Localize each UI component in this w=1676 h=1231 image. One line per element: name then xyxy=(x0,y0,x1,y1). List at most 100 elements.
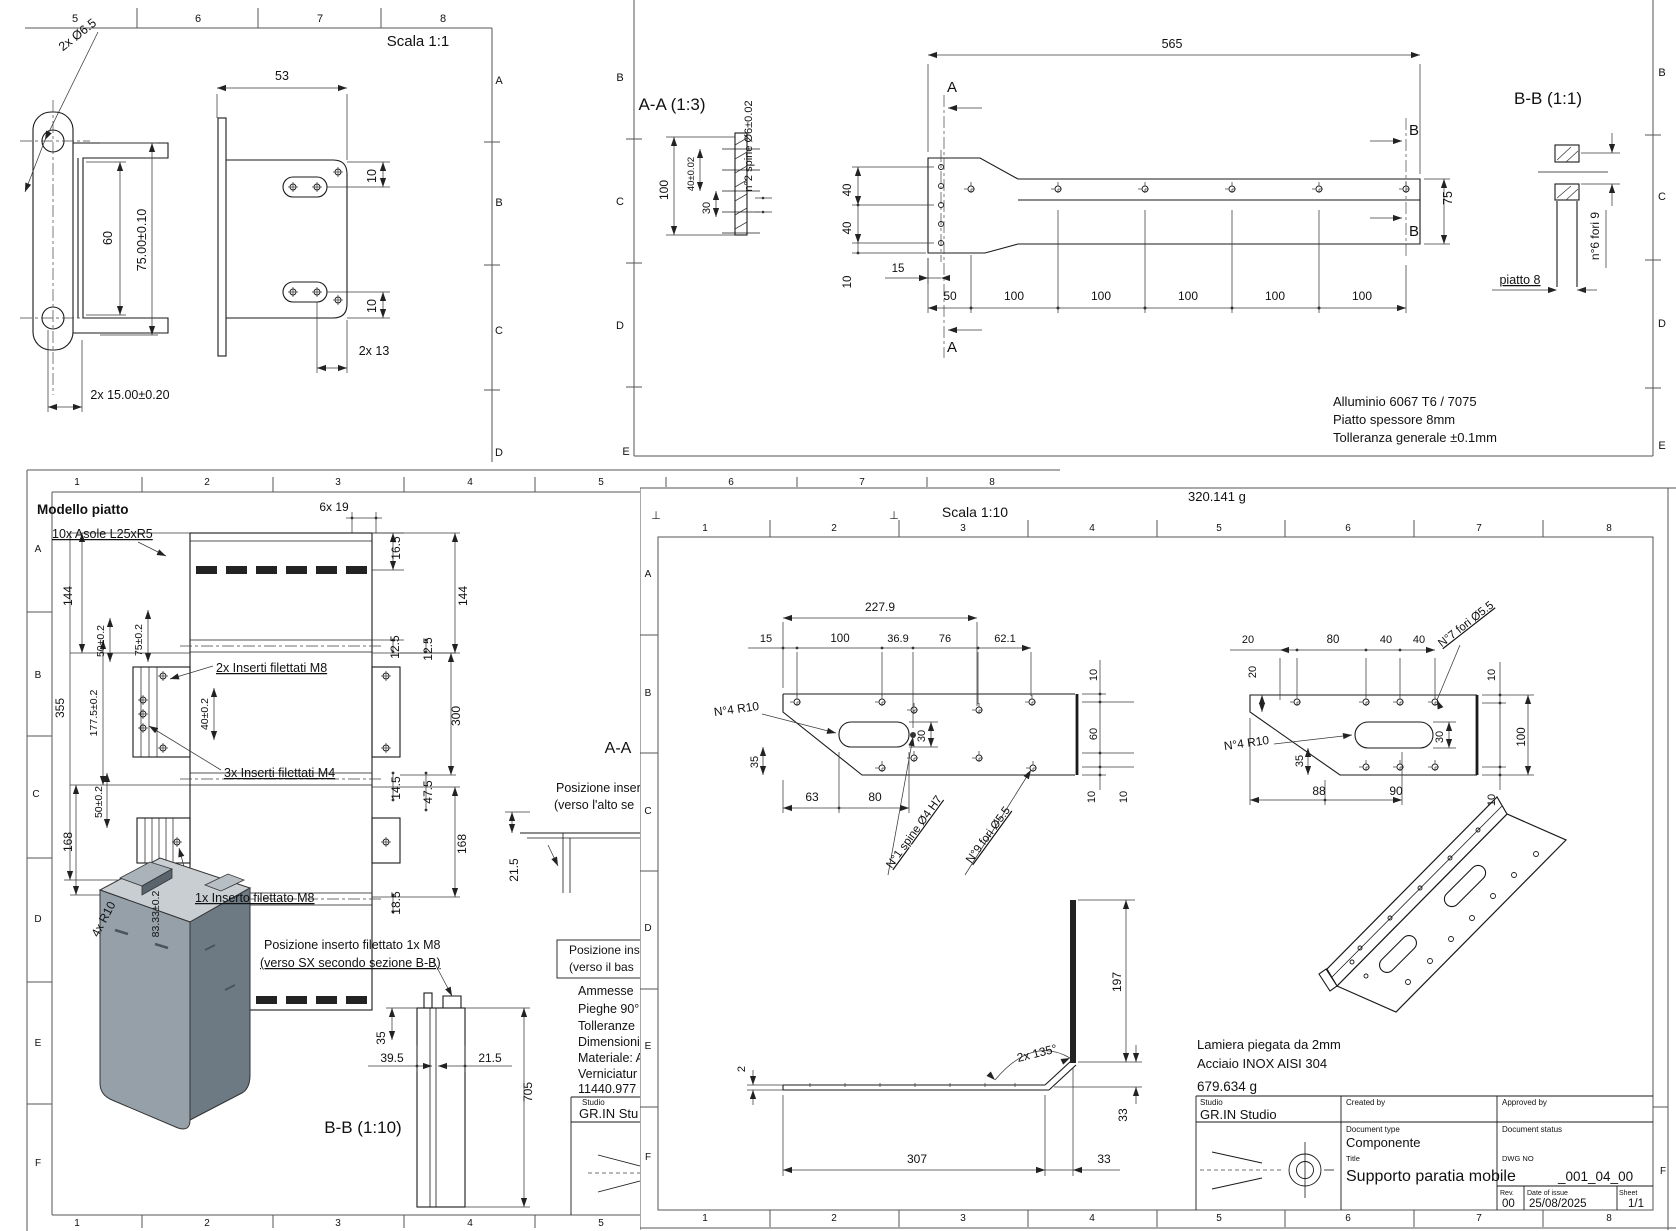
part-mass-value: 679.634 g xyxy=(1197,1079,1257,1094)
dim-label: 80 xyxy=(868,790,882,804)
dim-label: 39.5 xyxy=(380,1051,404,1065)
dim-label: 4 xyxy=(1089,1213,1095,1224)
dim-label: 33 xyxy=(1097,1152,1111,1166)
dim-label: Posizione ins xyxy=(569,943,640,957)
dim-label: 11440.977 xyxy=(578,1082,636,1096)
dim-label: A xyxy=(947,339,957,356)
dim-label: 40 xyxy=(842,184,854,197)
material-note-line1: Alluminio 6067 T6 / 7075 xyxy=(1333,394,1477,409)
dim-label: 75±0.2 xyxy=(133,624,145,656)
dim-label: E xyxy=(645,1041,652,1052)
dim-label: B xyxy=(1409,122,1419,139)
dim-label: F xyxy=(35,1158,41,1169)
dim-label: 355 xyxy=(53,698,67,718)
dim-label: 100 xyxy=(1516,727,1528,746)
iso-view-wireframe xyxy=(1318,796,1568,1013)
dim-label: 90 xyxy=(1389,784,1403,798)
sheet-c-canvas: Modello piatto B-B (1:10) 1234567812345A… xyxy=(26,469,1060,1231)
dim-label: 2 xyxy=(204,1218,210,1229)
dim-label: 2 xyxy=(736,1066,748,1072)
dim-label: 21.5 xyxy=(478,1051,502,1065)
dim-label: 1 xyxy=(74,477,80,488)
section-bb10-view xyxy=(368,992,530,1208)
sheet-label: Sheet xyxy=(1619,1190,1637,1197)
dim-label: 18.5 xyxy=(389,891,403,915)
dim-label: 2x Inserti filettati M8 xyxy=(216,661,327,675)
title-label: Title xyxy=(1346,1154,1360,1163)
document-type-label: Document type xyxy=(1346,1125,1400,1134)
dim-label: 8 xyxy=(1606,1213,1612,1224)
dim-label: 30 xyxy=(916,730,928,742)
flat-pattern-view xyxy=(64,512,460,1011)
dim-label: Materiale: A xyxy=(578,1051,645,1065)
dim-label: Posizione inser xyxy=(556,781,641,795)
dim-label: 168 xyxy=(455,834,469,854)
dim-label: 5 xyxy=(1216,1213,1222,1224)
dim-label: 80 xyxy=(1327,634,1340,646)
sheet-a-scale-label: Scala 1:1 xyxy=(387,33,450,50)
dim-label: 47.5 xyxy=(421,780,435,804)
dim-label: 30 xyxy=(1434,731,1446,743)
bent-profile-view xyxy=(747,899,1142,1176)
dim-label: 40 xyxy=(842,222,854,235)
dim-label: 14.5 xyxy=(389,776,403,800)
dim-label: 12.5 xyxy=(421,637,435,661)
dim-label: 7 xyxy=(1476,523,1482,534)
date-of-issue-label: Date of issue xyxy=(1527,1190,1568,1197)
dim-label: piatto 8 xyxy=(1499,273,1540,287)
dim-label: 7 xyxy=(1476,1213,1482,1224)
dim-label: 100 xyxy=(1091,289,1111,303)
dim-label: B xyxy=(35,670,42,681)
date-of-issue-value: 25/08/2025 xyxy=(1529,1198,1587,1210)
dim-label: 2 xyxy=(204,477,210,488)
section-bb-label: B-B (1:1) xyxy=(1514,89,1582,108)
dim-label: B xyxy=(616,72,623,84)
dim-label: A xyxy=(495,75,503,87)
dim-label: 10x Asole L25xR5 xyxy=(52,527,153,541)
dim-label: 3x Inserti filettati M4 xyxy=(224,766,335,780)
aluminium-mass-value: 320.141 g xyxy=(1188,489,1246,504)
dim-label: 1 xyxy=(74,1218,80,1229)
sheet-d-scale-label: Scala 1:10 xyxy=(942,504,1008,520)
section-aa-label: A-A (1:3) xyxy=(638,95,705,114)
section-bb-view xyxy=(1492,133,1620,294)
dim-label: 76 xyxy=(939,633,951,645)
sheet-d-frame xyxy=(639,487,1676,1230)
studio-value: GR.IN Studio xyxy=(1200,1107,1277,1122)
dim-label: 75 xyxy=(1441,191,1455,205)
dim-label: Posizione inserto filettato 1x M8 xyxy=(264,938,441,952)
dim-label: 6x 19 xyxy=(319,500,349,514)
dim-label: 35 xyxy=(749,756,761,768)
dim-label: 30 xyxy=(701,202,713,214)
dim-label: 21.5 xyxy=(507,858,521,882)
dim-label: 100 xyxy=(1178,289,1198,303)
dim-label: 2 xyxy=(831,523,837,534)
dim-label: 10 xyxy=(1486,669,1498,681)
dim-label: B xyxy=(495,197,502,209)
dim-label: 50±0.2 xyxy=(93,786,105,818)
dim-label: 100 xyxy=(1265,289,1285,303)
dim-label: (verso SX secondo sezione B-B) xyxy=(260,956,441,970)
dim-label: 20 xyxy=(1247,666,1259,678)
dim-label: ⊥ xyxy=(889,510,899,522)
dim-label: 1 xyxy=(702,523,708,534)
dim-label: 100 xyxy=(830,633,849,645)
document-status-label: Document status xyxy=(1502,1125,1562,1134)
dim-label: C xyxy=(616,196,624,208)
drawing-title: Supporto paratia mobile xyxy=(1346,1168,1516,1185)
dim-label: 10 xyxy=(365,299,379,313)
dim-label: ⊥ xyxy=(651,510,661,522)
sheet-value: 1/1 xyxy=(1628,1198,1644,1210)
dim-label: N°1 spine Ø4 H7 xyxy=(884,794,945,871)
dim-label: N°4 R10 xyxy=(1223,733,1270,753)
projection-symbol-icon xyxy=(1200,1142,1334,1198)
dim-label: D xyxy=(34,914,41,925)
dim-label: 63 xyxy=(805,790,819,804)
dim-label: 5 xyxy=(1216,523,1222,534)
dim-label: 62.1 xyxy=(994,633,1015,645)
dim-label: 6 xyxy=(728,477,734,488)
